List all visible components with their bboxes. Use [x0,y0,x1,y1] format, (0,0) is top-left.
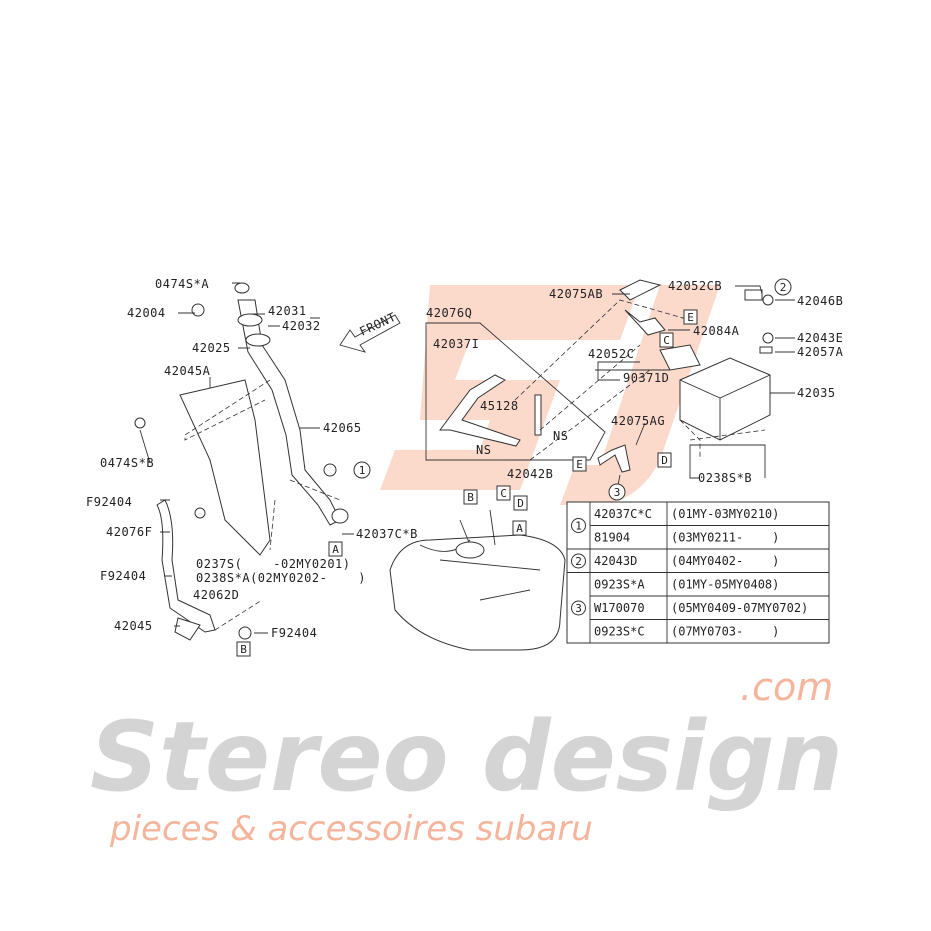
ref-a: A [512,520,527,536]
part-label: F92404 [100,569,146,583]
part-label: 42076Q [426,306,472,320]
part-label: 45128 [480,399,519,413]
svg-text:E: E [576,458,583,471]
part-label: 0474S*A [155,277,209,291]
part-label: 42045A [164,364,211,378]
part-label: 42084A [693,324,740,338]
canister [597,279,774,473]
svg-text:3: 3 [575,602,582,615]
ref-circle-1: 1 [353,461,371,479]
watermark-text: .com Stereo design pieces & accessoires … [90,665,843,849]
ref-circle-3: 3 [608,483,626,501]
table-range: (01MY-05MY0408) [671,578,779,592]
reference-markers: A B A B C D C E E D 1 2 3 [236,278,792,657]
svg-text:B: B [240,643,247,656]
part-label: 0238S*B [698,471,752,485]
table-part: 42043D [594,554,637,568]
table-range: (03MY0211- ) [671,531,779,545]
ref-b: B [463,489,478,505]
part-label: 42037C*B [356,527,418,541]
part-label: 42045 [114,619,153,633]
part-label: 42075AG [611,414,665,428]
part-label: F92404 [271,626,317,640]
part-label: 0237S( -02MY0201) [196,557,351,571]
table-group-1: 1 [571,518,586,533]
leader-lines [139,282,795,634]
vent-pipe-box [425,322,606,461]
filler-pipe-assembly [134,282,349,641]
part-label: 42065 [323,421,362,435]
svg-text:1: 1 [359,464,366,477]
table-part: 42037C*C [594,507,652,521]
table-part: 0923S*A [594,578,645,592]
variant-table: 1 2 3 42037C*C (01MY-03MY0210) 81904 (03… [566,501,830,644]
watermark-logo-group [380,285,720,505]
ref-e: E [683,309,698,325]
part-label: 0474S*B [100,456,154,470]
table-part: W170070 [594,601,645,615]
ref-e: E [572,456,587,472]
front-indicator: FRONT [339,310,401,353]
part-label: 42025 [192,341,231,355]
watermark-logo [380,285,640,490]
svg-text:E: E [687,311,694,324]
part-label: 42043E [797,331,843,345]
part-label: F92404 [86,495,132,509]
guide-lines [184,299,766,631]
table-part: 0923S*C [594,625,645,639]
part-label: 42037I [433,337,479,351]
watermark-tagline: pieces & accessoires subaru [109,809,593,849]
part-label: 42042B [507,467,553,481]
svg-text:D: D [661,454,668,467]
table-range: (04MY0402- ) [671,554,779,568]
part-label: 90371D [623,371,669,385]
ref-b: B [236,641,251,657]
watermark-logo-j [560,285,720,505]
ref-circle-2: 2 [774,278,792,296]
part-label: 42035 [797,386,836,400]
part-label: NS [553,429,568,443]
svg-text:3: 3 [614,486,621,499]
svg-text:A: A [332,543,339,556]
part-label: 42052C [588,347,634,361]
ref-c: C [496,485,511,501]
part-label: NS [476,443,491,457]
svg-text:1: 1 [575,520,582,533]
front-label: FRONT [357,310,398,339]
svg-text:C: C [663,334,670,347]
part-label: 42032 [282,319,321,333]
table-group-2: 2 [571,553,586,569]
watermark-domain: .com [740,665,833,709]
svg-text:2: 2 [575,555,582,568]
table-range: (07MY0703- ) [671,625,779,639]
part-label: 42062D [193,588,239,602]
svg-text:2: 2 [780,281,787,294]
part-label: 0238S*A(02MY0202- ) [196,571,366,585]
part-label: 42075AB [549,287,603,301]
table-group-3: 3 [571,600,586,616]
fuel-tank [389,509,566,651]
part-label: 42031 [268,304,307,318]
part-label: 42057A [797,345,844,359]
part-label: 42004 [127,306,166,320]
svg-text:A: A [516,522,523,535]
svg-text:C: C [500,487,507,500]
table-part: 81904 [594,531,630,545]
ref-d: D [657,452,672,468]
part-label: 42046B [797,294,843,308]
svg-text:B: B [467,491,474,504]
table-range: (05MY0409-07MY0702) [671,601,808,615]
watermark-brand: Stereo design [90,701,843,813]
svg-text:D: D [517,497,524,510]
ref-d: D [513,495,528,511]
part-labels: 0474S*A 42004 42031 42032 42025 42045A 4… [86,277,844,640]
part-label: 42052CB [668,279,722,293]
ref-a: A [328,541,343,557]
ref-c: C [659,332,674,348]
table-range: (01MY-03MY0210) [671,507,779,521]
part-label: 42076F [106,525,152,539]
